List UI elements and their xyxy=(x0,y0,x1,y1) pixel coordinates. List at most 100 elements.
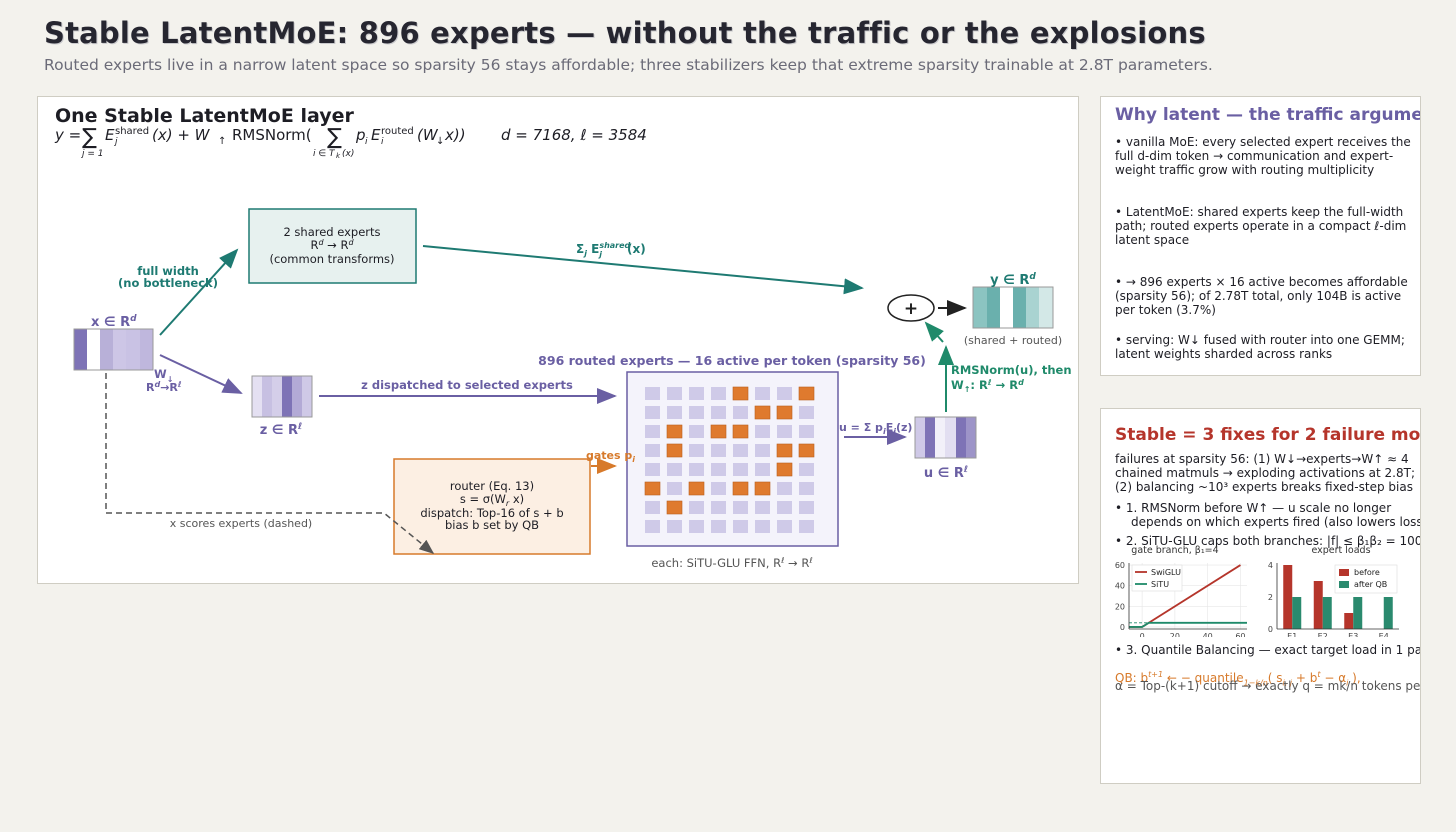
svg-text:∑: ∑ xyxy=(82,125,97,150)
active-expert-cell xyxy=(776,405,793,420)
expert-cell xyxy=(645,387,660,400)
y-label: y ∈ Rd xyxy=(990,272,1036,288)
expert-cell xyxy=(733,444,748,457)
expert-cell xyxy=(755,501,770,514)
svg-text:shared: shared xyxy=(115,126,149,137)
active-expert-cell xyxy=(798,443,815,458)
y-tick-label: 0 xyxy=(1120,623,1125,632)
loads-chart-bars xyxy=(1283,565,1393,629)
svg-text:y =: y = xyxy=(54,126,81,144)
expert-cell xyxy=(711,406,726,419)
expert-cell xyxy=(645,406,660,419)
x-tick-label: E4 xyxy=(1379,632,1389,637)
x-scores-label: x scores experts (dashed) xyxy=(170,517,312,530)
bar-before xyxy=(1313,581,1323,629)
y-tick-label: 20 xyxy=(1115,602,1125,611)
gate-chart-series xyxy=(1129,564,1247,628)
expert-cell xyxy=(799,425,814,438)
y-tick-label: 0 xyxy=(1268,625,1273,634)
router-dispatch: dispatch: Top-16 of s + b xyxy=(420,506,563,520)
svg-text:j = 1: j = 1 xyxy=(80,149,104,159)
svg-text:j: j xyxy=(113,137,118,147)
stable-fixes-panel: Stable = 3 fixes for 2 failure modes fai… xyxy=(1100,408,1421,784)
router-bias: bias b set by QB xyxy=(445,518,539,532)
legend-label: before xyxy=(1354,568,1380,577)
stable-intro-line: (2) balancing ~10³ experts breaks fixed-… xyxy=(1115,480,1413,494)
legend-label: after QB xyxy=(1354,580,1387,589)
expert-cell xyxy=(799,482,814,495)
svg-text:i: i xyxy=(365,137,368,147)
x-tick-label: 40 xyxy=(1203,632,1213,637)
x-tick-label: 20 xyxy=(1170,632,1180,637)
active-expert-cell xyxy=(666,500,683,515)
active-expert-cell xyxy=(688,481,705,496)
expert-cell xyxy=(733,463,748,476)
page-subtitle: Routed experts live in a narrow latent s… xyxy=(44,56,1213,74)
svg-text:↑: ↑ xyxy=(218,136,226,147)
why-latent-panel: Why latent — the traffic argument • vani… xyxy=(1100,96,1421,376)
x-tick-label: 60 xyxy=(1235,632,1245,637)
expert-cell xyxy=(689,520,704,533)
situ-series-line xyxy=(1129,621,1247,628)
y-tick-label: 40 xyxy=(1115,582,1125,591)
bar-after-qb xyxy=(1322,597,1332,629)
rmsnorm-label: RMSNorm(u), then xyxy=(951,363,1072,377)
why-latent-title: Why latent — the traffic argument xyxy=(1115,105,1421,125)
svg-text:(x) + W: (x) + W xyxy=(152,126,211,144)
shared-experts-count: 2 shared experts xyxy=(283,225,380,239)
svg-text:i ∈ T: i ∈ T xyxy=(313,149,336,159)
expert-cell xyxy=(667,406,682,419)
svg-text:RMSNorm(: RMSNorm( xyxy=(232,126,312,144)
dispatch-label: z dispatched to selected experts xyxy=(361,378,573,392)
expert-cell xyxy=(777,501,792,514)
shared-experts-box xyxy=(248,208,417,284)
active-expert-cell xyxy=(754,481,771,496)
expert-cell xyxy=(755,520,770,533)
svg-text:p: p xyxy=(355,126,366,144)
router-score: s = σ(Wr x) xyxy=(460,492,524,508)
expert-cell xyxy=(689,406,704,419)
expert-cell xyxy=(799,501,814,514)
w-up-label: W↑: Rℓ → Rd xyxy=(951,378,1024,394)
active-expert-cell xyxy=(776,443,793,458)
x-tick-label: E3 xyxy=(1348,632,1358,637)
why-latent-bullet: • vanilla MoE: every selected expert rec… xyxy=(1115,135,1411,177)
loads-chart-legend: before after QB xyxy=(1334,564,1398,594)
legend-swatch xyxy=(1339,581,1349,588)
active-expert-cell xyxy=(754,405,771,420)
expert-cell xyxy=(667,387,682,400)
expert-cells xyxy=(644,386,815,533)
input-label: x ∈ Rd xyxy=(91,314,137,330)
expert-cell xyxy=(645,444,660,457)
active-expert-cell xyxy=(666,443,683,458)
expert-cell xyxy=(645,501,660,514)
z-label: z ∈ Rℓ xyxy=(260,422,303,438)
expert-cell xyxy=(667,520,682,533)
legend-swatch xyxy=(1339,569,1349,576)
shared-experts-desc: (common transforms) xyxy=(269,252,394,266)
norm-to-sum-arrow xyxy=(924,321,944,343)
u-sum-label: u = Σ piEi(z) xyxy=(839,421,912,436)
expert-cell xyxy=(755,387,770,400)
legend-box xyxy=(1131,564,1183,592)
why-latent-bullet: • → 896 experts × 16 active becomes affo… xyxy=(1115,275,1408,317)
expert-cell xyxy=(711,387,726,400)
bar-before xyxy=(1283,565,1293,629)
expert-cell xyxy=(645,425,660,438)
full-width-arrow xyxy=(159,248,239,336)
expert-cell xyxy=(733,501,748,514)
svg-text:i: i xyxy=(381,137,384,147)
bar-after-qb xyxy=(1353,597,1363,629)
expert-cell xyxy=(777,482,792,495)
w-down-label: W↓ xyxy=(154,367,173,384)
expert-cell xyxy=(799,463,814,476)
expert-cell xyxy=(755,444,770,457)
dims-label: d = 7168, ℓ = 3584 xyxy=(501,126,647,144)
x-tick-label: E1 xyxy=(1287,632,1297,637)
expert-cell xyxy=(711,482,726,495)
w-down-map: Rd→Rℓ xyxy=(146,380,182,394)
routed-experts-header: 896 routed experts — 16 active per token… xyxy=(538,353,926,368)
